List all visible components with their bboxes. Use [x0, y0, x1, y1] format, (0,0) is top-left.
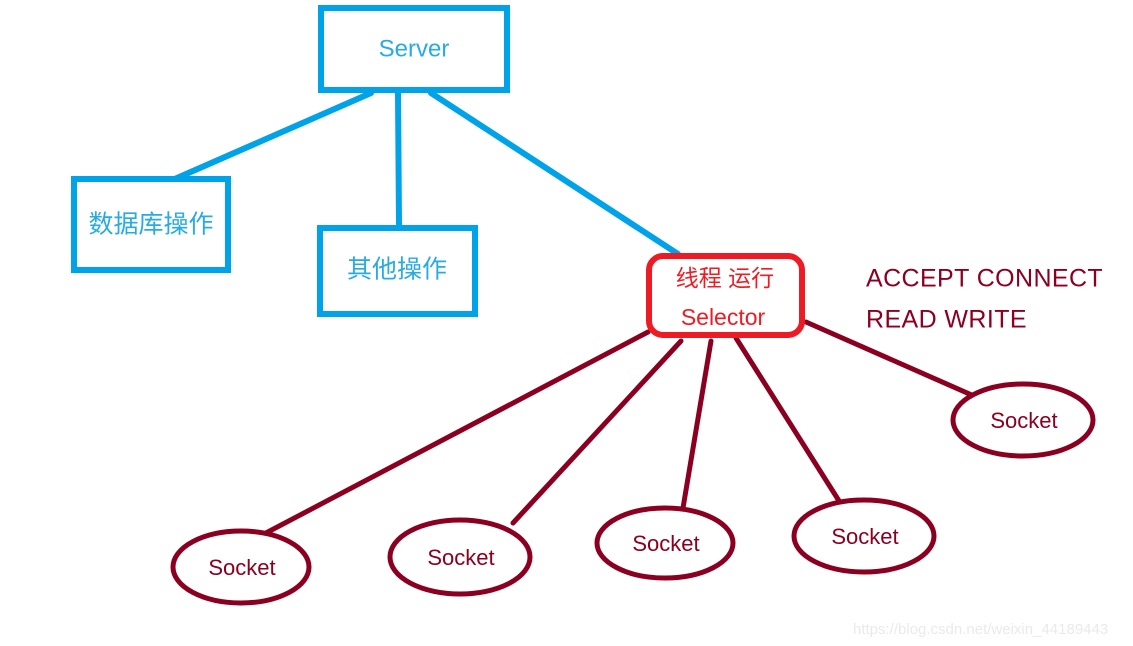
- blue-edge-group: [158, 90, 681, 257]
- db-ops-label: 数据库操作: [88, 211, 213, 239]
- maroon-edge-group: [261, 319, 977, 537]
- socket-5-label: Socket: [990, 408, 1057, 433]
- socket-3-label: Socket: [632, 531, 699, 556]
- selector-ops-annotation: ACCEPT CONNECT READ WRITE: [866, 265, 1103, 334]
- selector-box[interactable]: [646, 253, 805, 338]
- edge-selector-to-socket-3: [680, 338, 714, 511]
- db-ops-box[interactable]: [71, 176, 231, 273]
- edge-selector-to-socket-5: [803, 319, 977, 399]
- node-other-ops[interactable]: 其他操作: [317, 225, 478, 317]
- edge-selector-to-socket-1: [261, 329, 651, 537]
- ops-annotation-line-1: ACCEPT CONNECT: [866, 265, 1103, 293]
- edge-selector-to-socket-4: [733, 335, 844, 507]
- node-server[interactable]: Server: [318, 5, 510, 93]
- selector-label-selector: Selector: [681, 304, 766, 330]
- socket-2-label: Socket: [427, 545, 494, 570]
- socket-3-ellipse[interactable]: [594, 505, 736, 581]
- edge-selector-to-socket-2: [510, 338, 684, 526]
- selector-label-thread-running: 线程 运行: [676, 265, 774, 291]
- server-label: Server: [379, 35, 450, 62]
- socket-5-ellipse[interactable]: [950, 381, 1096, 459]
- node-socket-5[interactable]: Socket: [950, 381, 1096, 459]
- watermark-text: https://blog.csdn.net/weixin_44189443: [853, 621, 1108, 638]
- socket-4-label: Socket: [831, 524, 898, 549]
- server-box[interactable]: [318, 5, 510, 93]
- other-ops-label: 其他操作: [347, 256, 447, 284]
- node-socket-3[interactable]: Socket: [594, 505, 736, 581]
- node-selector[interactable]: 线程 运行 Selector: [646, 253, 805, 338]
- edge-server-to-db-ops: [158, 90, 374, 188]
- node-socket-4[interactable]: Socket: [791, 497, 937, 575]
- edge-server-to-other-ops: [395, 90, 402, 227]
- other-ops-box[interactable]: [317, 225, 478, 317]
- node-socket-2[interactable]: Socket: [387, 517, 533, 597]
- socket-group: Socket Socket Socket Socket Socket: [170, 381, 1096, 606]
- socket-1-label: Socket: [208, 555, 275, 580]
- node-socket-1[interactable]: Socket: [170, 528, 312, 606]
- ops-annotation-line-2: READ WRITE: [866, 306, 1027, 334]
- socket-2-ellipse[interactable]: [387, 517, 533, 597]
- socket-4-ellipse[interactable]: [791, 497, 937, 575]
- socket-1-ellipse[interactable]: [170, 528, 312, 606]
- edge-server-to-selector: [428, 90, 681, 257]
- node-db-ops[interactable]: 数据库操作: [71, 176, 231, 273]
